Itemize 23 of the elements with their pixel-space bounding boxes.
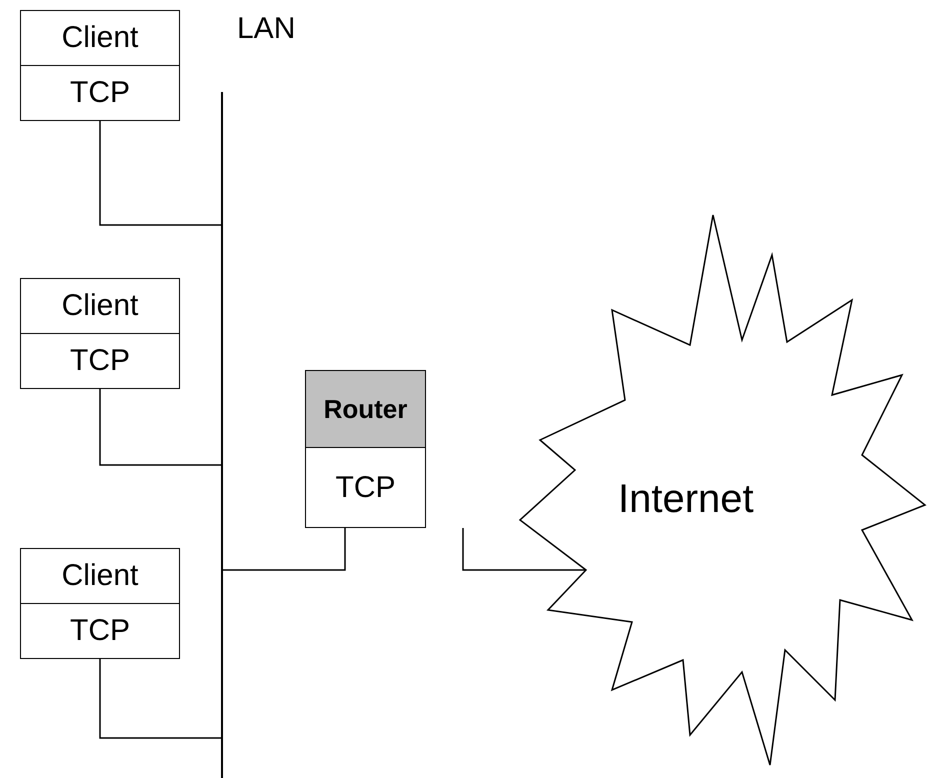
node-label: Router	[324, 394, 408, 424]
layer-box	[20, 65, 180, 121]
connector-line	[99, 121, 221, 226]
node-label: Client	[62, 21, 138, 55]
layer-box	[20, 603, 180, 659]
connector-line	[223, 528, 346, 571]
connector-line	[99, 389, 221, 466]
layer-box	[20, 333, 180, 389]
internet-cloud	[518, 213, 928, 768]
node-label: TCP	[70, 76, 130, 110]
cloud-label: Internet	[618, 477, 754, 522]
node-label: TCP	[70, 344, 130, 378]
node-label: Client	[62, 289, 138, 323]
layer-box	[20, 548, 180, 604]
node-label: TCP	[336, 470, 396, 504]
node-label: Client	[62, 559, 138, 593]
connector-line	[99, 659, 221, 739]
node-label: TCP	[70, 614, 130, 648]
layer-box	[305, 447, 426, 528]
network-label: LAN	[237, 12, 296, 46]
layer-box	[20, 10, 180, 66]
layer-box	[20, 278, 180, 334]
router-box	[305, 370, 426, 448]
